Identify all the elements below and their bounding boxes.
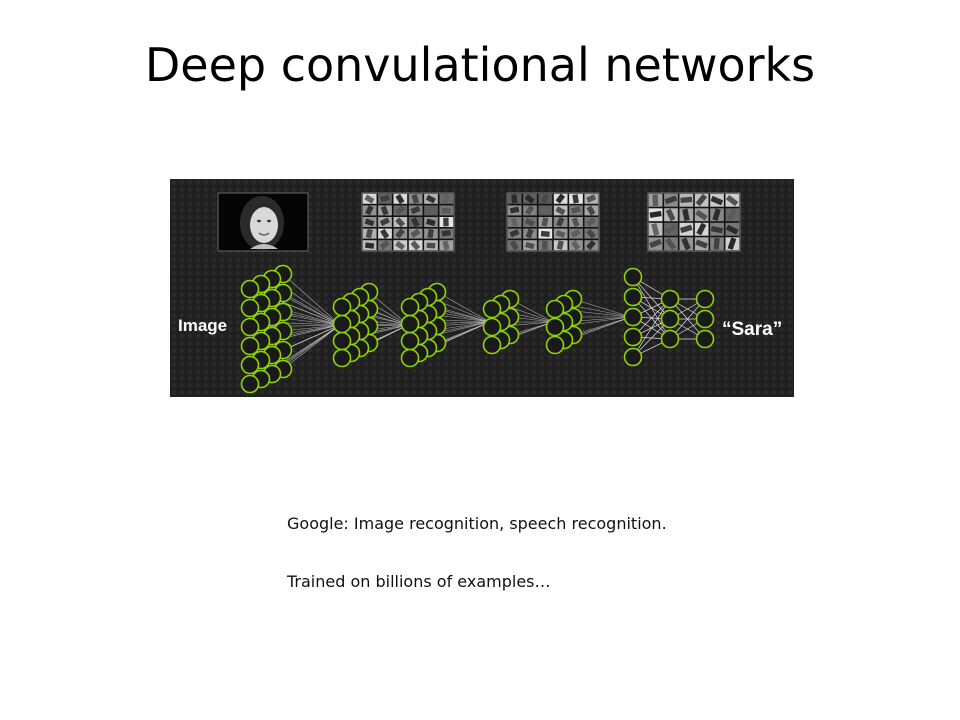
network-node bbox=[400, 348, 420, 368]
network-node bbox=[400, 297, 420, 317]
network-node bbox=[482, 335, 502, 355]
network-node bbox=[545, 335, 565, 355]
face-features-thumbnail bbox=[647, 192, 741, 252]
network-node bbox=[240, 298, 260, 318]
network-nodes bbox=[240, 264, 715, 394]
network-node bbox=[240, 374, 260, 394]
part-features-thumbnail bbox=[506, 192, 600, 252]
network-node bbox=[623, 287, 643, 307]
network-node bbox=[240, 355, 260, 375]
network-node bbox=[332, 348, 352, 368]
caption-training: Trained on billions of examples… bbox=[287, 572, 551, 591]
network-node bbox=[623, 327, 643, 347]
network-node bbox=[545, 317, 565, 337]
network-node bbox=[332, 314, 352, 334]
caption-applications: Google: Image recognition, speech recogn… bbox=[287, 514, 667, 533]
network-node bbox=[400, 314, 420, 334]
output-label: “Sara” bbox=[722, 319, 782, 340]
network-node bbox=[240, 317, 260, 337]
network-node bbox=[400, 331, 420, 351]
edge-features-thumbnail bbox=[361, 192, 455, 252]
network-node bbox=[695, 309, 715, 329]
input-label: Image bbox=[178, 316, 227, 335]
network-node bbox=[332, 331, 352, 351]
network-node bbox=[623, 347, 643, 367]
network-node bbox=[482, 299, 502, 319]
network-node bbox=[545, 299, 565, 319]
network-node bbox=[660, 289, 680, 309]
network-node bbox=[623, 307, 643, 327]
network-diagram: Image “Sara” bbox=[170, 179, 794, 397]
network-node bbox=[240, 279, 260, 299]
network-node bbox=[695, 329, 715, 349]
network-node bbox=[695, 289, 715, 309]
face-photo-thumbnail bbox=[217, 192, 309, 252]
network-node bbox=[660, 329, 680, 349]
network-node bbox=[660, 309, 680, 329]
network-node bbox=[240, 336, 260, 356]
network-node bbox=[332, 297, 352, 317]
network-node bbox=[482, 317, 502, 337]
slide-title: Deep convulational networks bbox=[144, 38, 816, 92]
network-node bbox=[623, 267, 643, 287]
